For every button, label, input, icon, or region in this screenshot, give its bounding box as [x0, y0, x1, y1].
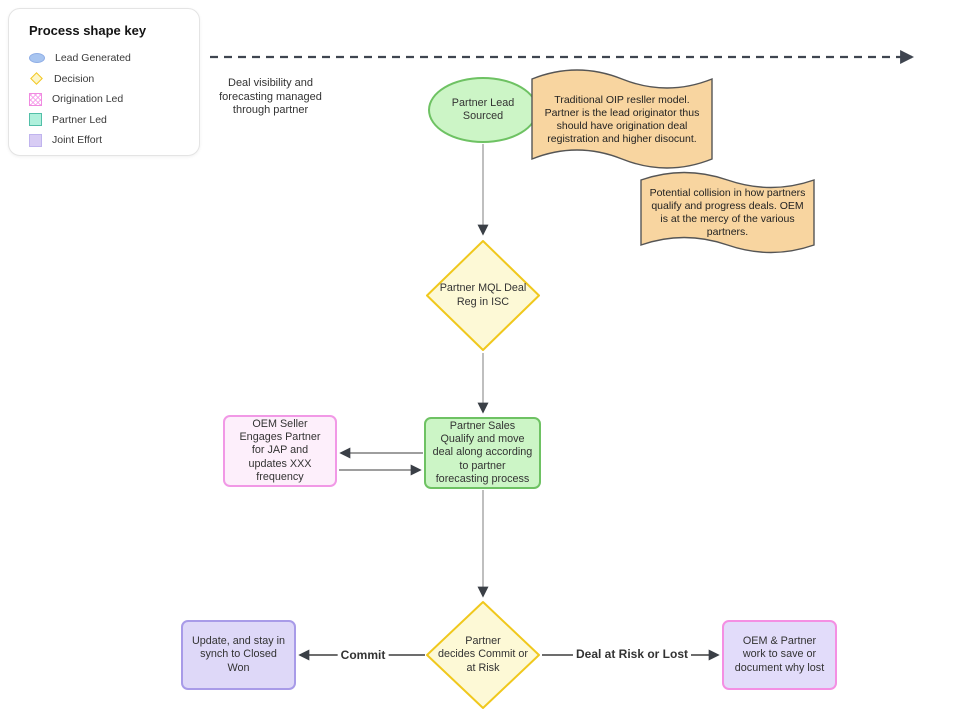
node-label: OEM & Partner work to save or document w…	[734, 635, 825, 674]
node-partner-decides-commit[interactable]: Partner decides Commit or at Risk	[425, 600, 541, 710]
legend-item-lead-generated: Lead Generated	[29, 48, 199, 69]
node-label: Partner decides Commit or at Risk	[437, 635, 528, 674]
node-partner-mql-deal-reg[interactable]: Partner MQL Deal Reg in ISC	[425, 239, 541, 352]
node-label: Partner Lead Sourced	[451, 96, 515, 122]
annotation-text: Traditional OIP resller model. Partner i…	[544, 94, 700, 145]
node-oem-seller-engages[interactable]: OEM Seller Engages Partner for JAP and u…	[223, 415, 337, 487]
legend-item-decision: Decision	[29, 69, 199, 90]
origination-led-hatched-square-icon	[29, 92, 42, 106]
legend-item-label: Decision	[54, 72, 95, 85]
legend-item-label: Joint Effort	[52, 134, 102, 147]
node-label: Update, and stay in synch to Closed Won	[191, 635, 286, 674]
node-partner-lead-sourced[interactable]: Partner Lead Sourced	[428, 77, 538, 143]
partner-led-square-icon	[29, 113, 42, 127]
deal-visibility-note: Deal visibility and forecasting managed …	[219, 77, 322, 116]
annotation-traditional-oip-tape[interactable]: Traditional OIP resller model. Partner i…	[531, 69, 713, 169]
legend-item-label: Origination Led	[52, 93, 124, 106]
node-label: Partner Sales Qualify and move deal alon…	[432, 419, 533, 485]
tape-shape	[531, 69, 713, 169]
diamond-shape	[426, 601, 540, 709]
legend-panel: Process shape key Lead Generated Decisio…	[8, 8, 200, 156]
legend-item-origination-led: Origination Led	[29, 89, 199, 110]
legend-title: Process shape key	[29, 23, 147, 38]
legend-item-joint-effort: Joint Effort	[29, 130, 199, 151]
legend-item-label: Lead Generated	[55, 52, 131, 65]
legend-item-label: Partner Led	[52, 113, 107, 126]
node-oem-partner-save[interactable]: OEM & Partner work to save or document w…	[722, 620, 837, 690]
annotation-text: Potential collision in how partners qual…	[649, 187, 806, 239]
edge-label-deal-at-risk-or-lost: Deal at Risk or Lost	[572, 647, 692, 661]
edge-label-commit: Commit	[337, 648, 389, 662]
diamond-shape	[426, 240, 540, 351]
lead-generated-ellipse-icon	[29, 53, 45, 64]
tape-shape	[640, 171, 815, 254]
node-partner-sales-qualify[interactable]: Partner Sales Qualify and move deal alon…	[424, 417, 541, 489]
node-label: OEM Seller Engages Partner for JAP and u…	[239, 417, 321, 483]
node-update-stay-in-synch[interactable]: Update, and stay in synch to Closed Won	[181, 620, 296, 690]
node-label: Partner MQL Deal Reg in ISC	[439, 282, 527, 308]
joint-effort-square-icon	[29, 133, 42, 147]
annotation-potential-collision-tape[interactable]: Potential collision in how partners qual…	[640, 171, 815, 254]
legend-item-partner-led: Partner Led	[29, 110, 199, 131]
